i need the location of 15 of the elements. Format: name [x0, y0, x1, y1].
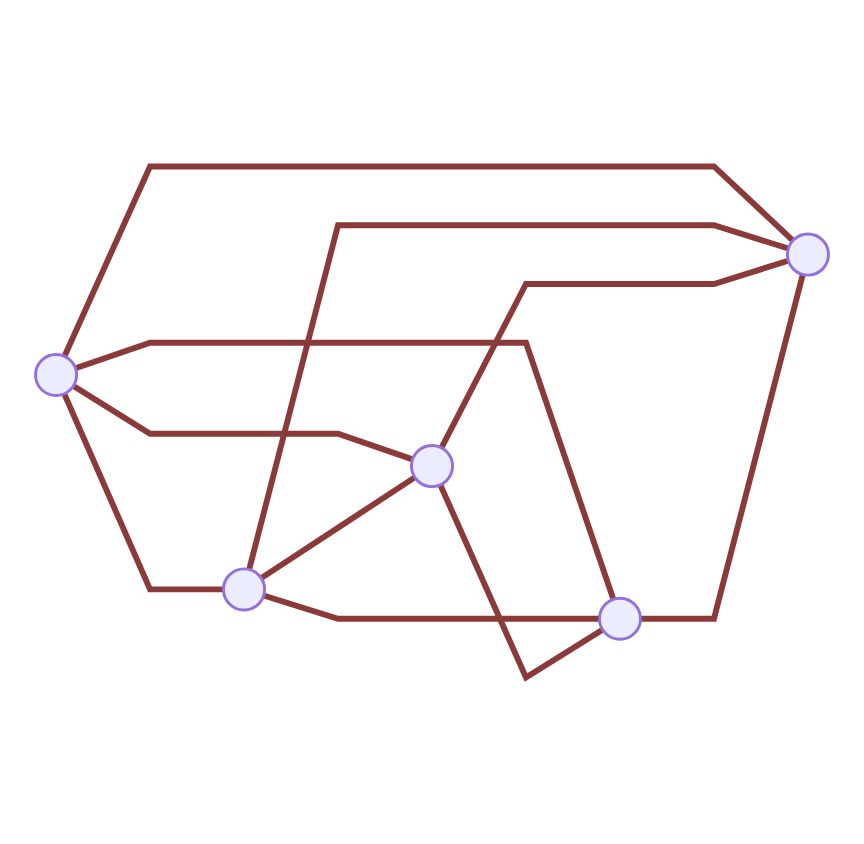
node-circle — [597, 596, 642, 641]
connector — [61, 163, 795, 358]
node-circle — [34, 352, 79, 398]
connector — [246, 222, 790, 571]
node-circle — [785, 232, 830, 277]
connector — [71, 383, 414, 463]
connector — [74, 339, 617, 601]
node-circle — [409, 444, 455, 489]
connector — [437, 483, 605, 682]
connector — [61, 392, 224, 593]
connector — [259, 474, 417, 581]
connector — [438, 257, 790, 450]
connector — [262, 592, 600, 622]
connector — [640, 273, 806, 622]
node-circle — [222, 567, 267, 612]
